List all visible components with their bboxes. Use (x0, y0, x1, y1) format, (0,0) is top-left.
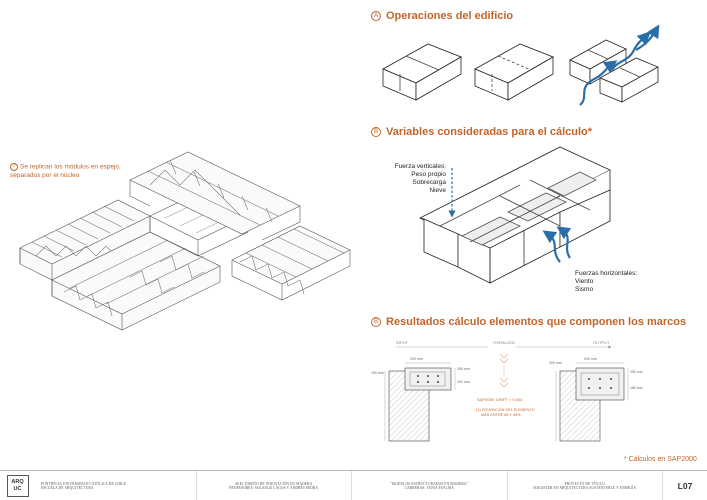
operation-blocks (382, 24, 660, 106)
footer-program-line-1: PROYECTO DE TÍTULO (564, 481, 605, 486)
footer-course-line-1: SEM. DISEÑO DE INNOVACIÓN EN MADERA (235, 481, 313, 486)
footer-bar: ARQ UC PONTIFICIA UNIVERSIDAD CATÓLICA D… (0, 470, 707, 500)
footer-program: PROYECTO DE TÍTULO MAGISTER EN ARQUITECT… (506, 471, 663, 500)
school-logo: ARQ UC (0, 471, 35, 500)
calc-input-label: INPUT (396, 340, 408, 345)
section-a-badge: A (371, 11, 381, 21)
section-b-badge: B (371, 127, 381, 137)
input-dim-4: 200 mm (457, 380, 470, 384)
output-section (555, 362, 629, 442)
footer-program-line-2: MAGISTER EN ARQUITECTURA SUSTENTABLE Y E… (533, 485, 637, 490)
calc-iteration-label: ITERACIÓN (493, 340, 515, 345)
input-dim-1: 150 mm (371, 371, 384, 375)
vertical-loads-label: Fuerza verticales: Peso propio Sobrecarg… (392, 163, 446, 195)
sheet-number: L07 (662, 471, 707, 500)
vertical-loads-title: Fuerza verticales: (394, 163, 446, 170)
footer-university-line-2: ESCUELA DE ARQUITECTURA (41, 485, 94, 490)
calc-formula: SAP2000: DRIFT < 0,004 (477, 397, 523, 402)
footnote-sap2000: * Cálculos en SAP2000 (624, 456, 697, 463)
output-dim-2: 200 mm (584, 357, 597, 361)
logo-line-1: ARQ (11, 479, 24, 485)
logo-line-2: UC (13, 485, 22, 492)
output-dim-4: 180 mm (630, 386, 643, 390)
calc-ratio-line1: (1) OCUPACIÓN DEL ELEMENTO (476, 408, 535, 412)
section-b-heading: B Variables consideradas para el cálculo… (371, 126, 592, 138)
output-dim-1: 200 mm (549, 361, 562, 365)
note-text: Se replican los módulos en espejo, separ… (10, 163, 121, 180)
calc-diagram (384, 345, 629, 442)
footer-project-line-1: "MODULOS ESTRUCTURADOS EN MADERA" (390, 481, 469, 486)
loads-diagram (419, 146, 611, 284)
output-dim-3: 250 mm (630, 370, 643, 374)
load-live: Sobrecarga (412, 179, 446, 186)
load-snow: Nieve (429, 187, 446, 194)
calc-output-label: OUTPUT (593, 340, 610, 345)
horizontal-loads-title: Fuerzas horizontales: (575, 270, 638, 277)
section-c-heading: B Resultados cálculo elementos que compo… (371, 316, 686, 328)
input-section (384, 362, 456, 442)
input-dim-2: 200 mm (410, 357, 423, 361)
section-a-heading: A Operaciones del edificio (371, 10, 513, 22)
footer-university-line-1: PONTIFICIA UNIVERSIDAD CATÓLICA DE CHILE (41, 481, 126, 486)
section-c-badge: B (371, 317, 381, 327)
input-dim-3: 180 mm (457, 367, 470, 371)
footer-course: SEM. DISEÑO DE INNOVACIÓN EN MADERA PROF… (195, 471, 352, 500)
footer-course-line-2: PROFESORES: SOLANGE LAGOS Y ANDRÉS SEDRA (229, 485, 319, 490)
section-c-title: Resultados cálculo elementos que compone… (386, 316, 687, 328)
load-wind: Viento (575, 278, 594, 285)
wind-arrows (579, 24, 660, 106)
load-seismic: Sismo (575, 286, 594, 293)
footer-project-line-2: CARRERAS: TANIA PUELMA (404, 485, 454, 490)
note-badge: 7 (10, 163, 18, 171)
logo-mark: ARQ UC (6, 474, 29, 497)
isometric-module-plan (19, 151, 351, 331)
load-dead: Peso propio (411, 171, 446, 178)
block-solid (382, 43, 462, 101)
horizontal-loads-label: Fuerzas horizontales: Viento Sismo (575, 270, 655, 294)
block-divided (474, 43, 554, 101)
footer-project: "MODULOS ESTRUCTURADOS EN MADERA" CARRER… (351, 471, 507, 500)
section-a-title: Operaciones del edificio (386, 10, 514, 22)
section-b-title: Variables consideradas para el cálculo* (386, 126, 593, 138)
footer-university: PONTIFICIA UNIVERSIDAD CATÓLICA DE CHILE… (35, 471, 196, 500)
calc-ratio-line2: MÁS ENTRE 85 Y 95% (481, 413, 521, 417)
drawing-canvas (19, 24, 660, 442)
